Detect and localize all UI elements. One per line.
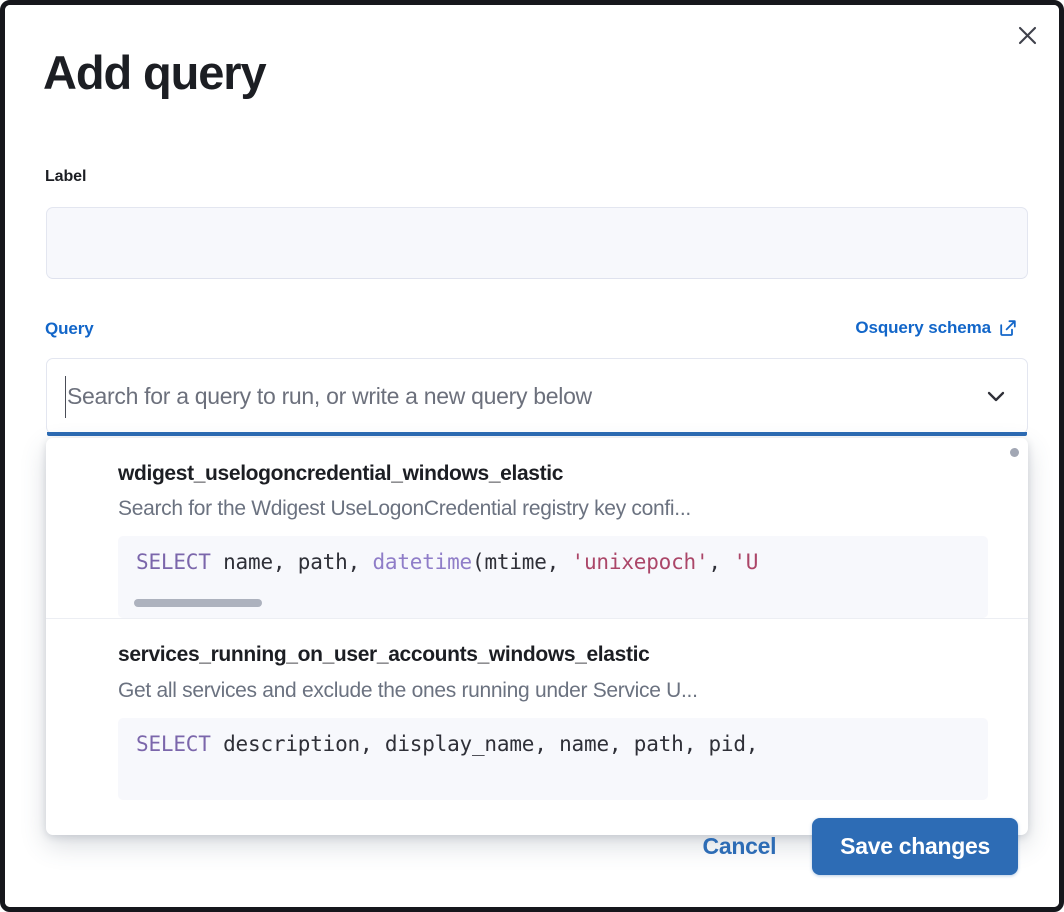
save-changes-button[interactable]: Save changes xyxy=(812,818,1018,875)
query-suggestion-list: wdigest_uselogoncredential_windows_elast… xyxy=(46,438,1028,800)
modal-footer: Cancel Save changes xyxy=(689,818,1018,875)
osquery-schema-link-label: Osquery schema xyxy=(855,318,991,337)
sql-token: , xyxy=(347,550,373,575)
query-suggestion-item[interactable]: services_running_on_user_accounts_window… xyxy=(46,618,1028,800)
sql-token: , xyxy=(683,731,709,756)
sql-token: , xyxy=(534,731,560,756)
dropdown-scrollbar[interactable] xyxy=(1010,448,1019,457)
query-field-label: Query xyxy=(45,319,94,338)
external-link-icon xyxy=(998,318,1018,338)
sql-token: SELECT xyxy=(136,731,211,756)
query-suggestion-description: Get all services and exclude the ones ru… xyxy=(118,678,698,702)
text-cursor xyxy=(65,376,66,418)
sql-token: (mtime, xyxy=(472,550,572,575)
sql-token: name xyxy=(210,550,273,575)
code-horizontal-scrollbar[interactable] xyxy=(134,599,262,608)
page-title: Add query xyxy=(43,46,267,99)
sql-token: datetime xyxy=(372,550,472,575)
cancel-button[interactable]: Cancel xyxy=(689,823,791,870)
query-suggestion-description: Search for the Wdigest UseLogonCredentia… xyxy=(118,497,691,521)
add-query-modal: Add query Label Query Osquery schema Sea… xyxy=(5,5,1059,907)
sql-token: path xyxy=(297,550,348,575)
sql-token: , xyxy=(608,731,634,756)
close-button[interactable] xyxy=(1007,15,1047,55)
sql-code-line: SELECT name, path, datetime(mtime, 'unix… xyxy=(136,550,988,574)
sql-token: 'unixepoch' xyxy=(571,550,709,575)
sql-token: SELECT xyxy=(136,550,211,575)
label-input[interactable] xyxy=(46,207,1028,279)
query-suggestion-title: services_running_on_user_accounts_window… xyxy=(118,643,650,667)
sql-token: pid xyxy=(708,731,746,756)
sql-token: name xyxy=(559,731,609,756)
sql-token: description xyxy=(210,731,360,756)
sql-token: , xyxy=(745,731,759,756)
query-suggestions-dropdown: wdigest_uselogoncredential_windows_elast… xyxy=(46,438,1028,835)
sql-token: display_name xyxy=(384,731,535,756)
sql-token: path xyxy=(633,731,684,756)
query-combobox-placeholder: Search for a query to run, or write a ne… xyxy=(67,382,592,409)
query-suggestion-title: wdigest_uselogoncredential_windows_elast… xyxy=(118,462,564,485)
query-suggestion-code-block: SELECT name, path, datetime(mtime, 'unix… xyxy=(118,536,988,619)
sql-token: , xyxy=(272,550,298,575)
sql-token: 'U xyxy=(733,550,759,575)
label-field-label: Label xyxy=(45,168,87,185)
close-icon xyxy=(1016,24,1039,47)
sql-code-line: SELECT description, display_name, name, … xyxy=(136,732,988,756)
sql-token: , xyxy=(708,550,734,575)
query-suggestion-item[interactable]: wdigest_uselogoncredential_windows_elast… xyxy=(46,438,1028,619)
sql-token: , xyxy=(360,731,385,756)
query-combobox[interactable]: Search for a query to run, or write a ne… xyxy=(46,358,1028,436)
chevron-down-icon[interactable] xyxy=(979,379,1013,413)
osquery-schema-link[interactable]: Osquery schema xyxy=(855,318,1018,338)
query-suggestion-code-block: SELECT description, display_name, name, … xyxy=(118,717,988,800)
